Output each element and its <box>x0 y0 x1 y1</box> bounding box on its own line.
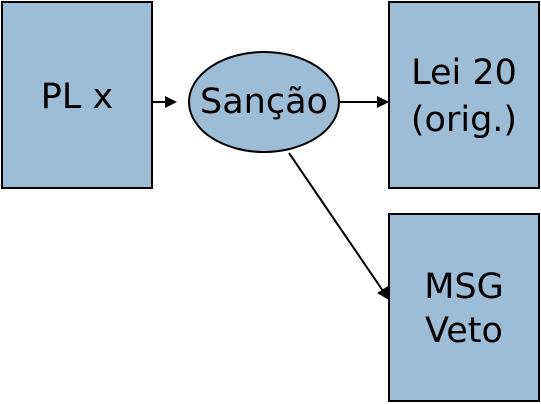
node-sancao-ellipse <box>188 51 340 153</box>
arrowhead-pl-to-sancao <box>165 96 177 108</box>
node-pl-label: PL x <box>41 77 113 117</box>
node-msg-box <box>388 213 540 402</box>
node-msg-label-line1: MSG <box>424 267 504 307</box>
node-lei: Lei 20 (orig.) <box>388 1 540 189</box>
arrowhead-sancao-to-lei <box>377 96 389 108</box>
node-lei-box <box>388 1 540 189</box>
diagram-edges <box>153 96 389 300</box>
edge-sancao-to-msg <box>288 152 384 292</box>
node-pl: PL x <box>1 1 153 189</box>
arrowhead-sancao-to-msg <box>377 286 389 300</box>
node-lei-label-line1: Lei 20 <box>411 53 517 93</box>
node-lei-label-line2: (orig.) <box>411 100 517 140</box>
node-sancao: Sanção <box>188 51 340 153</box>
node-msg: MSG Veto <box>388 213 540 402</box>
node-sancao-label: Sanção <box>200 82 328 122</box>
node-pl-box <box>1 1 153 189</box>
node-msg-label-line2: Veto <box>425 311 503 351</box>
